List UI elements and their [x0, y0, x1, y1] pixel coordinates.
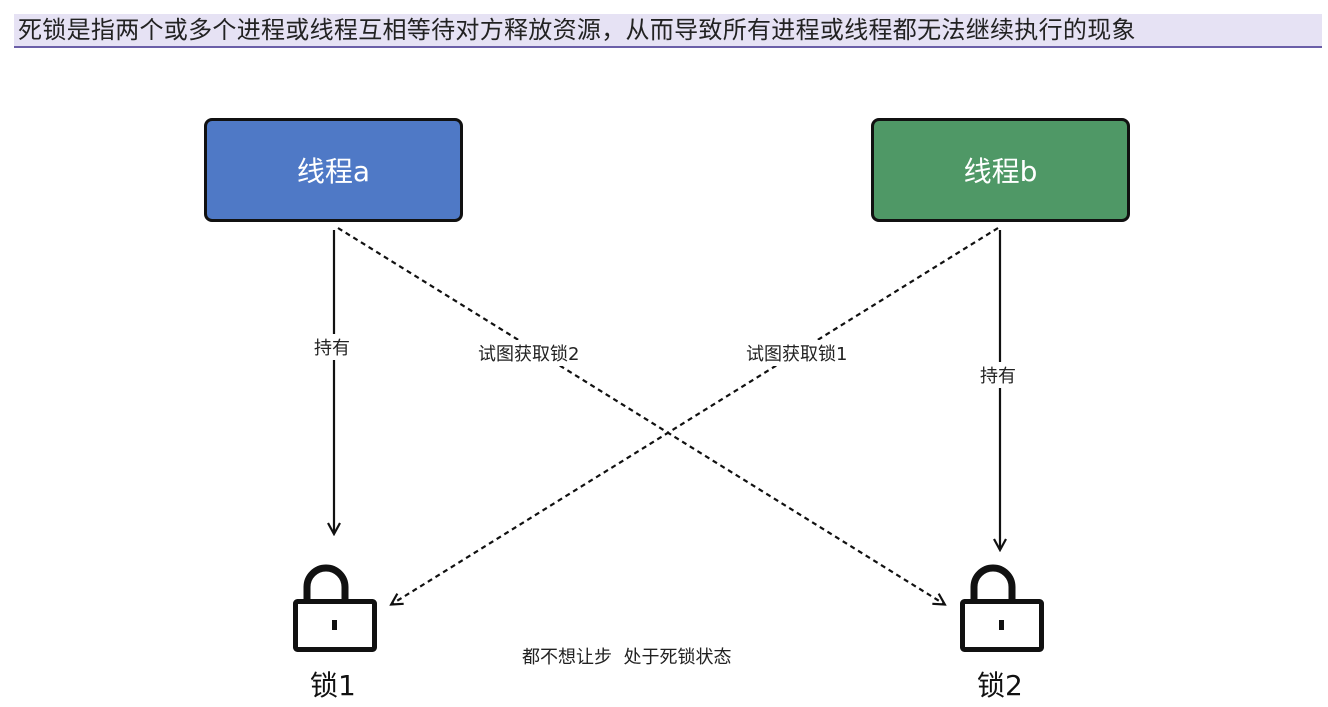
deadlock-note: 都不想让步 处于死锁状态	[522, 647, 732, 668]
thread-a-node: 线程a	[204, 118, 463, 222]
edge-label-a-holds: 持有	[312, 334, 352, 360]
edge-label-b-requests: 试图获取锁1	[744, 340, 850, 366]
edge-b-requests-lock1	[392, 227, 999, 604]
thread-a-label: 线程a	[296, 155, 371, 188]
edge-label-a-requests: 试图获取锁2	[476, 340, 582, 366]
page-title: 死锁是指两个或多个进程或线程互相等待对方释放资源，从而导致所有进程或线程都无法继…	[18, 16, 1136, 44]
padlock-icon	[293, 564, 377, 652]
padlock-icon	[960, 564, 1044, 652]
lock2-label: 锁2	[977, 669, 1023, 702]
thread-b-node: 线程b	[871, 118, 1130, 222]
edge-label-b-holds: 持有	[978, 362, 1018, 388]
edge-a-requests-lock2	[337, 227, 944, 604]
lock1-label: 锁1	[310, 669, 356, 702]
title-bar: 死锁是指两个或多个进程或线程互相等待对方释放资源，从而导致所有进程或线程都无法继…	[14, 14, 1322, 48]
thread-b-label: 线程b	[963, 155, 1038, 188]
